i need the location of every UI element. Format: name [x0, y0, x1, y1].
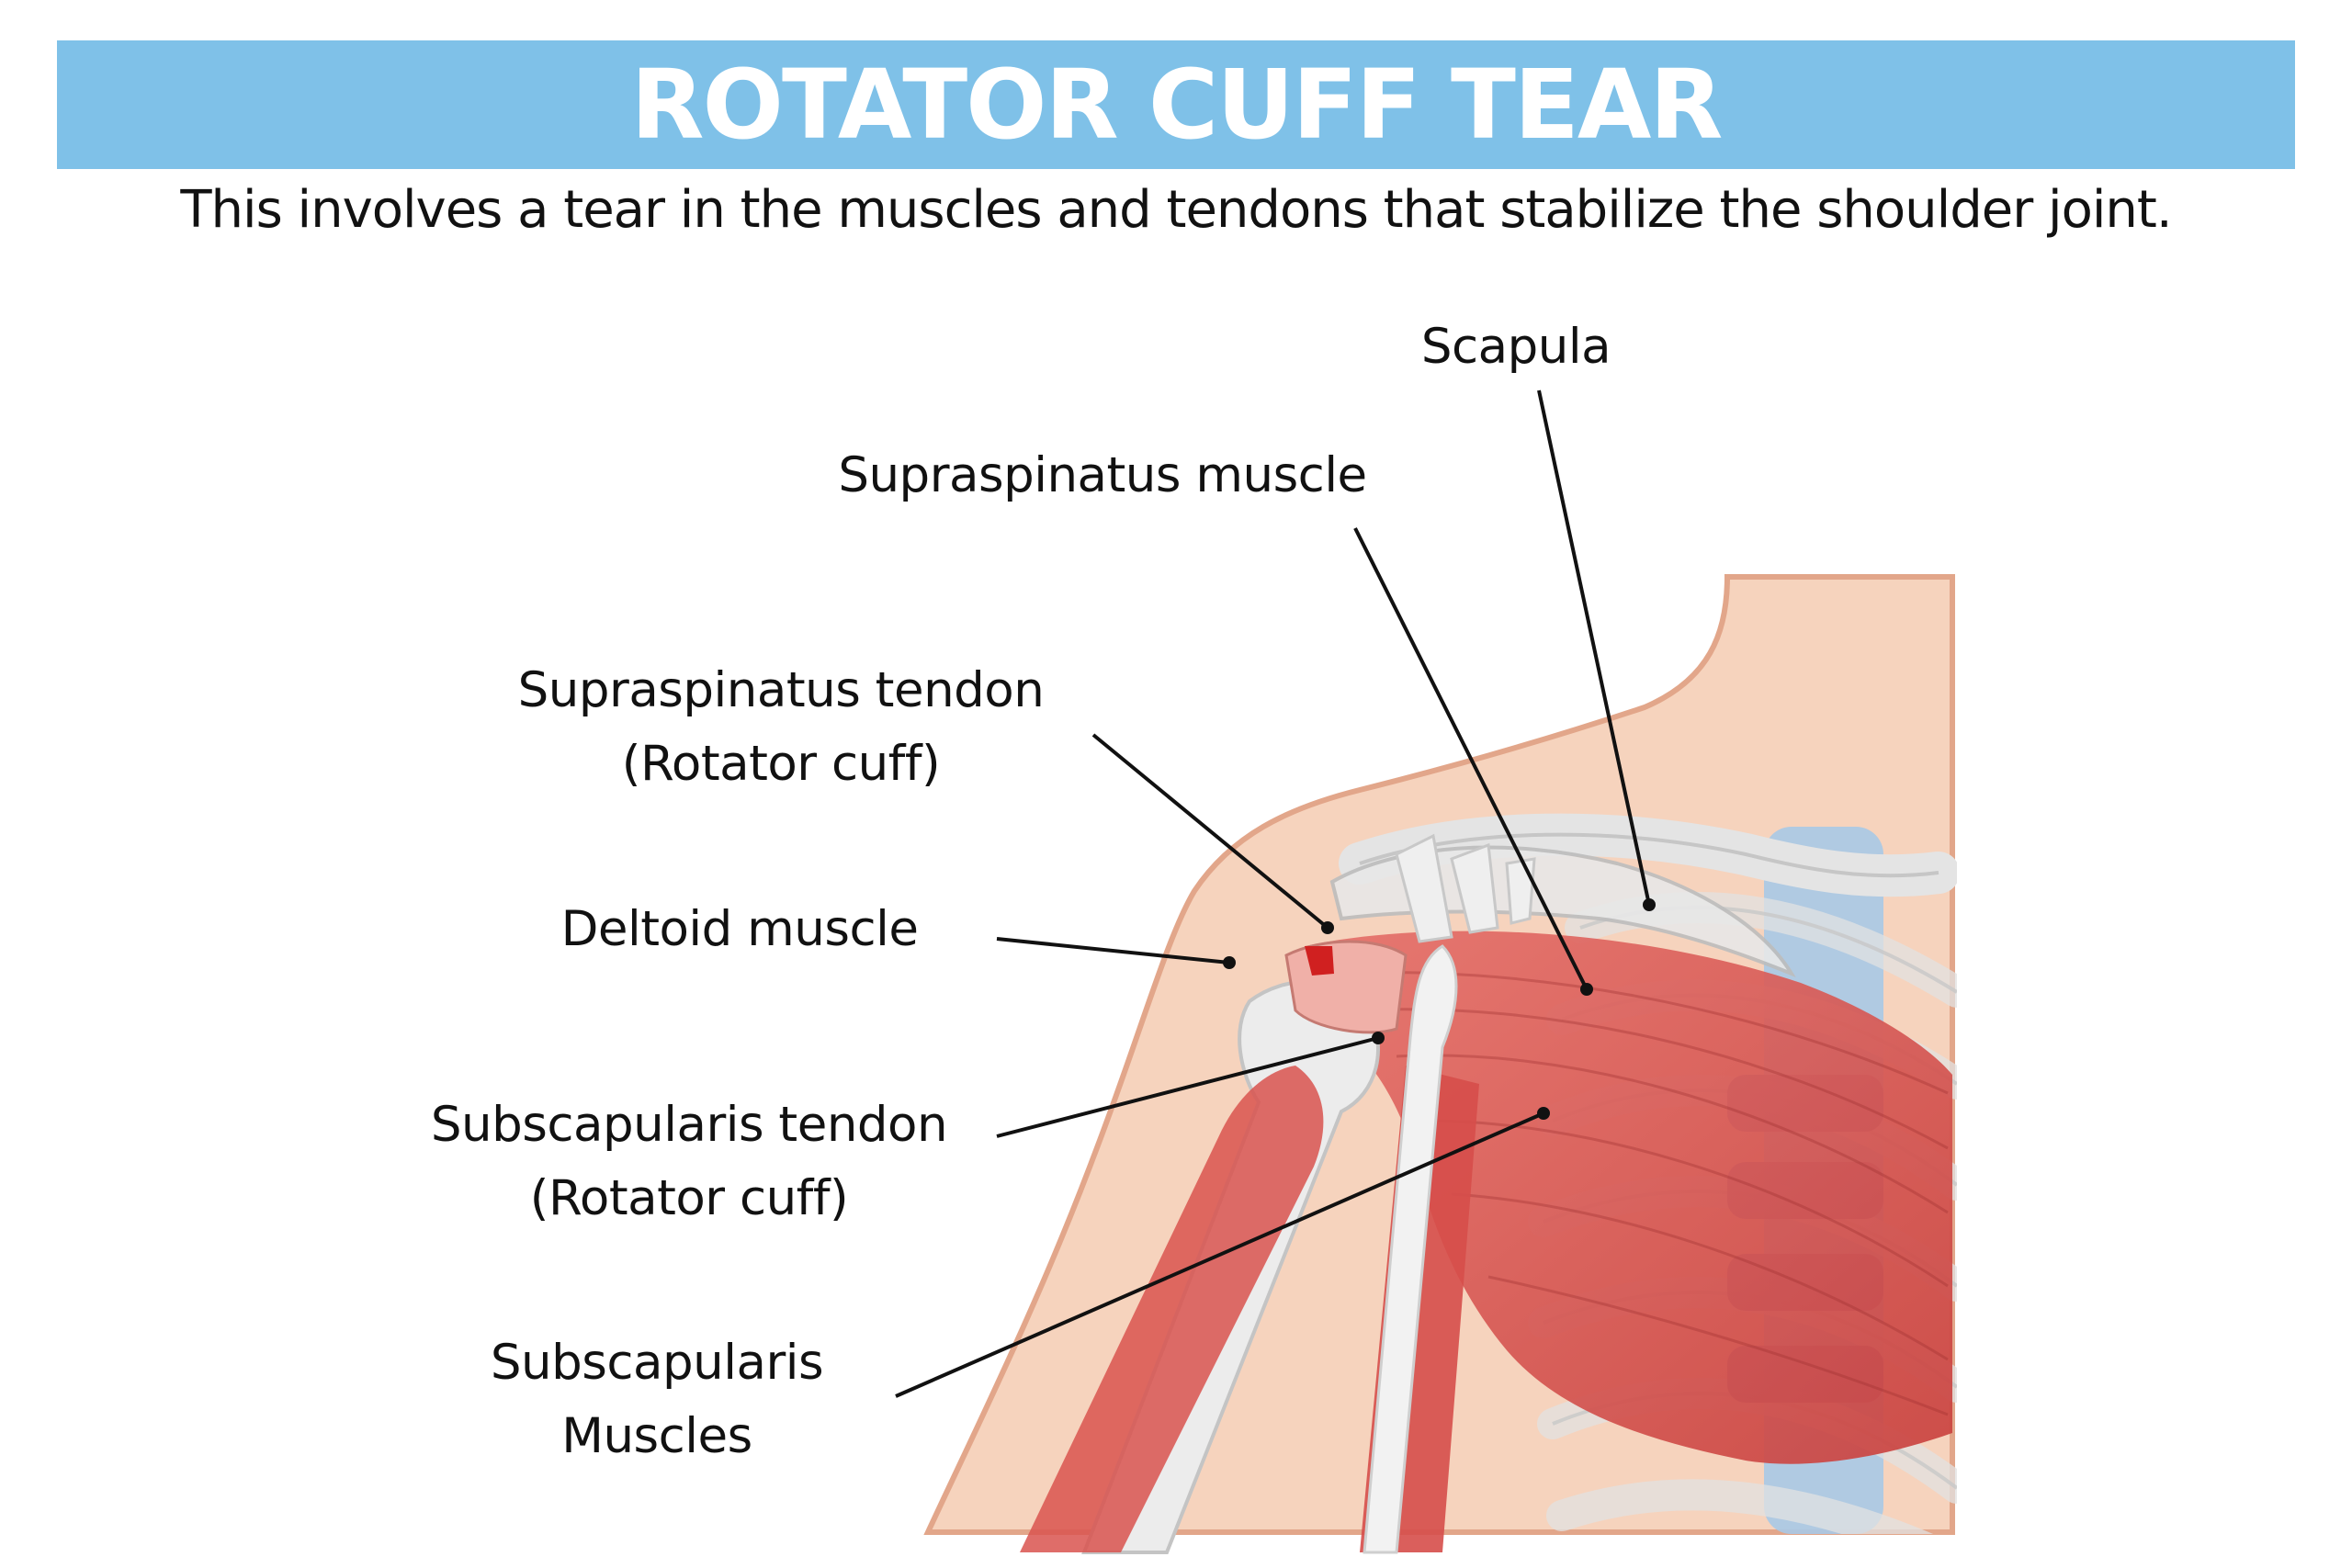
biceps-muscle	[1020, 1066, 1324, 1552]
label-deltoid-muscle: Deltoid muscle	[514, 893, 965, 966]
title-banner: ROTATOR CUFF TEAR	[57, 40, 2295, 169]
leader-deltoid	[996, 937, 1230, 964]
page-subtitle: This involves a tear in the muscles and …	[180, 180, 2172, 240]
tear-site	[1305, 946, 1334, 976]
label-subscapularis-tendon-line2: (Rotator cuff)	[529, 1170, 849, 1226]
dot-scapula	[1643, 898, 1656, 911]
rotator-cuff-tendon	[1284, 940, 1408, 1034]
label-supraspinatus-muscle: Supraspinatus muscle	[808, 439, 1396, 513]
leader-supraspinatus-tendon	[1091, 733, 1329, 930]
acromion-tendons	[1395, 833, 1536, 943]
label-subscapularis-tendon-line1: Subscapularis tendon	[430, 1097, 948, 1153]
label-subscapularis-tendon: Subscapularis tendon (Rotator cuff)	[386, 1089, 992, 1235]
page-title: ROTATOR CUFF TEAR	[630, 49, 1723, 161]
label-supraspinatus-tendon-line2: (Rotator cuff)	[621, 736, 941, 792]
leader-supraspinatus-muscle	[1353, 527, 1589, 990]
dot-supraspinatus-tendon	[1321, 921, 1334, 934]
dot-supraspinatus-muscle	[1580, 983, 1593, 996]
dot-deltoid	[1223, 956, 1236, 969]
label-scapula: Scapula	[1378, 310, 1654, 384]
label-supraspinatus-tendon: Supraspinatus tendon (Rotator cuff)	[478, 654, 1084, 801]
label-subscapularis-muscles-line2: Muscles	[561, 1408, 752, 1464]
leader-subscapularis-tendon	[996, 1036, 1379, 1138]
label-scapula-text: Scapula	[1420, 319, 1611, 375]
leader-scapula	[1537, 389, 1651, 906]
biceps-tendon	[1363, 944, 1458, 1554]
leader-subscapularis-muscles	[895, 1111, 1544, 1398]
muscle-fibers	[1331, 971, 1949, 1416]
dot-subscapularis-muscles	[1537, 1107, 1550, 1120]
leader-dots	[1223, 898, 1656, 1120]
leader-lines	[895, 389, 1651, 1398]
label-supraspinatus-tendon-line1: Supraspinatus tendon	[517, 662, 1045, 718]
label-supraspinatus-muscle-text: Supraspinatus muscle	[838, 447, 1367, 503]
dot-subscapularis-tendon	[1372, 1032, 1385, 1044]
label-subscapularis-muscles: Subscapularis Muscles	[441, 1326, 873, 1473]
subscapularis-muscle-mass	[1305, 931, 1952, 1464]
label-subscapularis-muscles-line1: Subscapularis	[490, 1335, 824, 1391]
label-deltoid-muscle-text: Deltoid muscle	[560, 901, 919, 957]
